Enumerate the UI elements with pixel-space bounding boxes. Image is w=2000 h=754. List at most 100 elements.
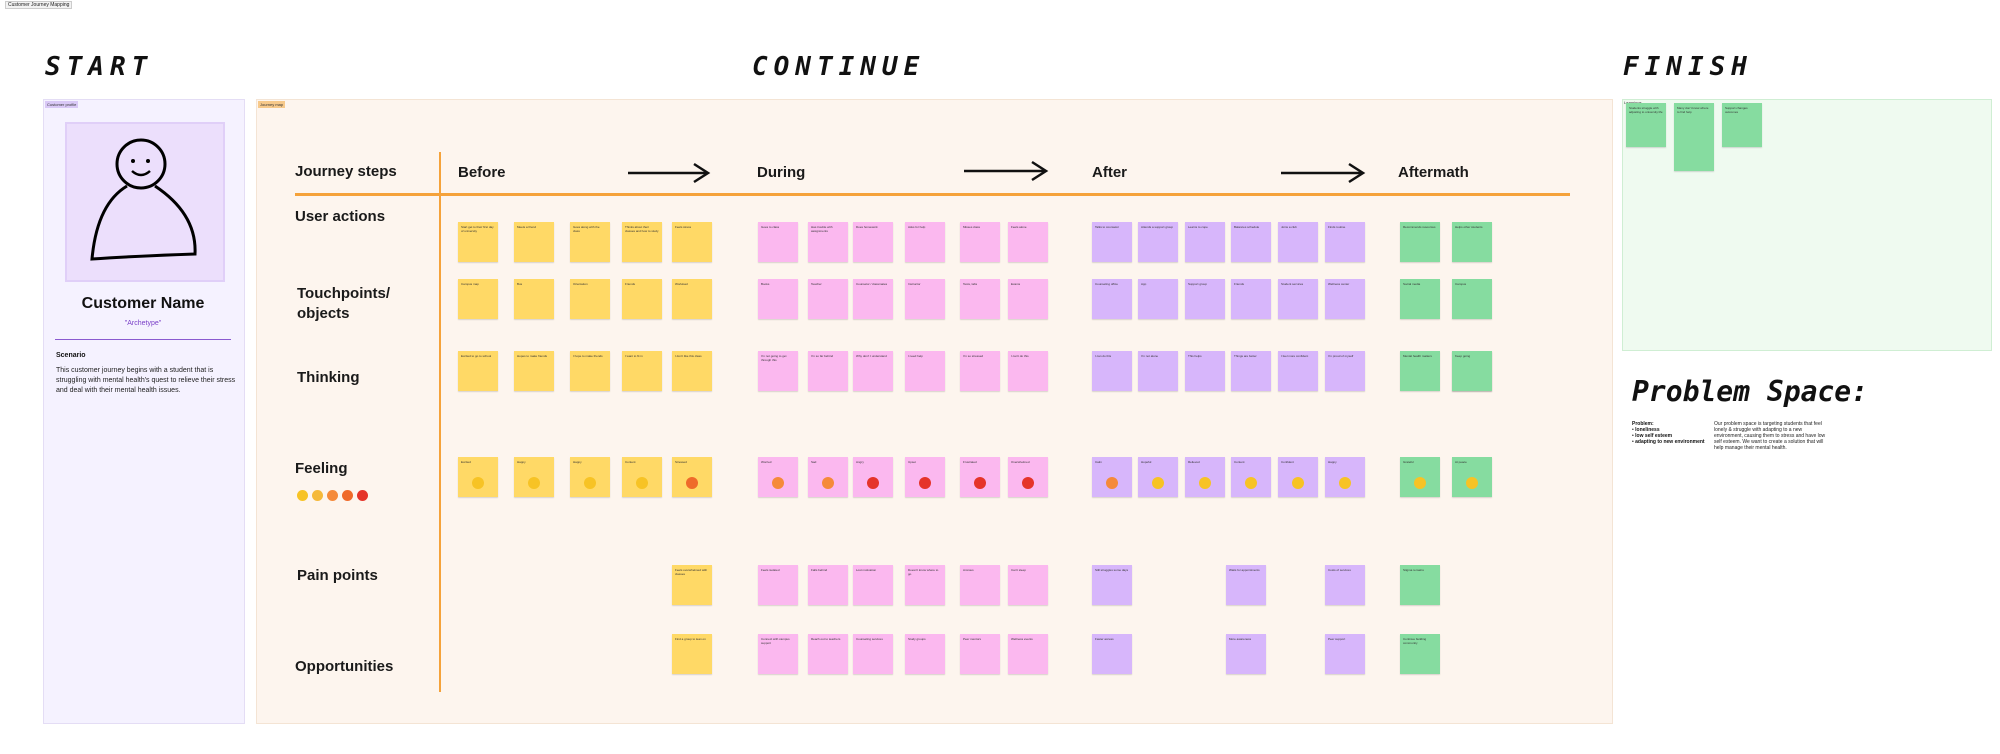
sticky-note[interactable]: Counselor / classmates [853,279,893,319]
sticky-note[interactable]: Stressed [672,457,712,497]
sticky-note[interactable]: Meets a friend [514,222,554,262]
sticky-note[interactable]: Social media [1400,279,1440,319]
sticky-note[interactable]: Exams [1008,279,1048,319]
sticky-note[interactable]: Confident [1278,457,1318,497]
sticky-note[interactable]: Mental health matters [1400,351,1440,391]
sticky-note[interactable]: Talks to counselor [1092,222,1132,262]
sticky-note[interactable]: Peer mentors [960,634,1000,674]
sticky-note[interactable]: Find a group to lean on [672,634,712,674]
sticky-note[interactable]: Tests, labs [960,279,1000,319]
sticky-note[interactable]: Does homework [853,222,893,262]
sticky-note[interactable]: Campus map [458,279,498,319]
sticky-note[interactable]: Keep going [1452,351,1492,391]
sticky-note[interactable]: Balances schedule [1231,222,1271,262]
sticky-note[interactable]: I don't like this class [672,351,712,391]
sticky-note[interactable]: Thinks about their classes and how to st… [622,222,662,262]
learning-sticky-note[interactable]: Support changes outcomes [1722,103,1762,147]
sticky-note[interactable]: Student services [1278,279,1318,319]
sticky-note[interactable]: Sad [808,457,848,497]
sticky-note[interactable]: Content [622,457,662,497]
sticky-note[interactable]: Content [1231,457,1271,497]
sticky-note[interactable]: I feel more confident [1278,351,1318,391]
sticky-note[interactable]: Connect with campus support [758,634,798,674]
sticky-note[interactable]: Calm [1092,457,1132,497]
sticky-note[interactable]: I want to fit in [622,351,662,391]
sticky-note[interactable]: Hopes to make friends [514,351,554,391]
sticky-note[interactable]: Reach out to teachers [808,634,848,674]
sticky-note[interactable]: Doesn't know where to go [905,565,945,605]
sticky-note[interactable]: Counseling services [853,634,893,674]
sticky-note[interactable]: Wellness events [1008,634,1048,674]
sticky-note[interactable]: At peace [1452,457,1492,497]
sticky-note[interactable]: Hopeful [1138,457,1178,497]
sticky-note[interactable]: Anxious [960,565,1000,605]
sticky-note[interactable]: I can do this [1092,351,1132,391]
sticky-note[interactable]: Waits for appointments [1226,565,1266,605]
sticky-note[interactable]: Learns to cope [1185,222,1225,262]
sticky-note[interactable]: Finds routine [1325,222,1365,262]
sticky-note[interactable]: Stigma remains [1400,565,1440,605]
sticky-note[interactable]: Attends a support group [1138,222,1178,262]
sticky-note[interactable]: Frustrated [960,457,1000,497]
sticky-note[interactable]: Still struggles some days [1092,565,1132,605]
sticky-note[interactable]: More awareness [1226,634,1266,674]
sticky-note[interactable]: Counseling office [1092,279,1132,319]
sticky-note[interactable]: Goes to class [758,222,798,262]
sticky-note[interactable]: Bus [514,279,554,319]
sticky-note[interactable]: Peer support [1325,634,1365,674]
sticky-note[interactable]: I'm not going to get through this [758,351,798,391]
sticky-note[interactable]: Faster access [1092,634,1132,674]
sticky-note[interactable]: Feels isolated [758,565,798,605]
sticky-note[interactable]: Falls behind [808,565,848,605]
sticky-note[interactable]: Excited to go to school [458,351,498,391]
sticky-note[interactable]: Goes along with the class [570,222,610,262]
sticky-note[interactable]: Feels alone [1008,222,1048,262]
sticky-note[interactable]: Has trouble with assignments [808,222,848,262]
sticky-note[interactable]: Books [758,279,798,319]
sticky-note[interactable]: Excited [458,457,498,497]
sticky-note[interactable]: Things are better [1231,351,1271,391]
journey-map-frame[interactable]: Journey map [256,99,1613,724]
sticky-note[interactable]: Worried [758,457,798,497]
sticky-note[interactable]: Friends [622,279,662,319]
sticky-note[interactable]: Feels overwhelmed with classes [672,565,712,605]
sticky-note[interactable]: Helps other students [1452,222,1492,262]
sticky-note[interactable]: Recommends resources [1400,222,1440,262]
sticky-note[interactable]: Lost motivation [853,565,893,605]
sticky-note[interactable]: Campus [1452,279,1492,319]
sticky-note[interactable]: I'm proud of myself [1325,351,1365,391]
avatar[interactable] [65,122,225,282]
sticky-note[interactable]: Workload [672,279,712,319]
sticky-note[interactable]: Can't sleep [1008,565,1048,605]
sticky-note[interactable]: Start get to their first day of universi… [458,222,498,262]
sticky-note[interactable]: Costs of services [1325,565,1365,605]
learning-sticky-note[interactable]: Many don't know where to find help [1674,103,1714,171]
sticky-note[interactable]: I hope to make friends [570,351,610,391]
sticky-note[interactable]: Angry [853,457,893,497]
sticky-note[interactable]: Happy [570,457,610,497]
sticky-note[interactable]: I need help [905,351,945,391]
sticky-note[interactable]: Friends [1231,279,1271,319]
sticky-note[interactable]: I'm not alone [1138,351,1178,391]
sticky-note[interactable]: Grateful [1400,457,1440,497]
sticky-note[interactable]: Overwhelmed [1008,457,1048,497]
sticky-note[interactable]: Wellness center [1325,279,1365,319]
sticky-note[interactable]: App [1138,279,1178,319]
sticky-note[interactable]: Upset [905,457,945,497]
sticky-note[interactable]: I'm so far behind [808,351,848,391]
sticky-note[interactable]: Relieved [1185,457,1225,497]
sticky-note[interactable]: This helps [1185,351,1225,391]
learning-sticky-note[interactable]: Students struggle with adjusting to univ… [1626,103,1666,147]
sticky-note[interactable]: Continue building community [1400,634,1440,674]
sticky-note[interactable]: I can't do this [1008,351,1048,391]
sticky-note[interactable]: Joins a club [1278,222,1318,262]
sticky-note[interactable]: Happy [1325,457,1365,497]
sticky-note[interactable]: Why don't I understand [853,351,893,391]
sticky-note[interactable]: Asks for help [905,222,945,262]
sticky-note[interactable]: Orientation [570,279,610,319]
sticky-note[interactable]: Teacher [808,279,848,319]
sticky-note[interactable]: Happy [514,457,554,497]
sticky-note[interactable]: Misses class [960,222,1000,262]
sticky-note[interactable]: Instructor [905,279,945,319]
sticky-note[interactable]: I'm so stressed [960,351,1000,391]
